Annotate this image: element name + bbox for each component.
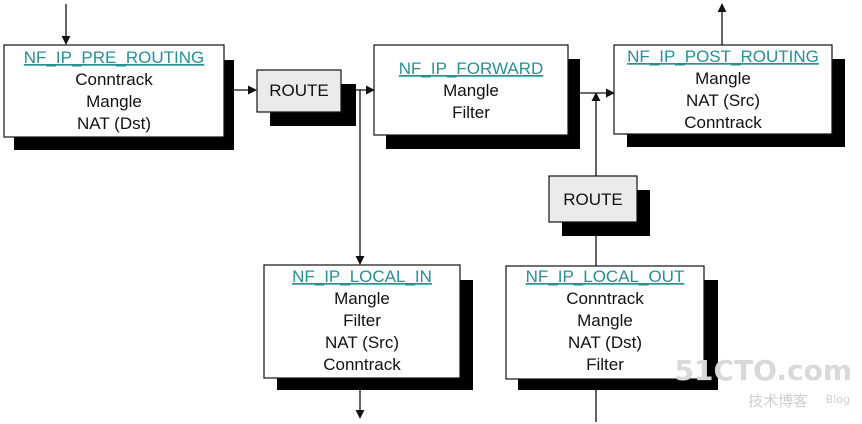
hook-box xyxy=(263,264,461,379)
hook-item: Mangle xyxy=(695,69,751,88)
route-box xyxy=(256,69,342,113)
hook-box xyxy=(373,44,569,136)
hook-local-out: NF_IP_LOCAL_OUT Conntrack Mangle NAT (Ds… xyxy=(505,265,718,390)
hook-item: NAT (Dst) xyxy=(77,114,151,133)
watermark-blog: Blog xyxy=(826,393,850,406)
hook-box xyxy=(3,44,225,138)
hook-item: Mangle xyxy=(443,81,499,100)
hook-title: NF_IP_PRE_ROUTING xyxy=(24,48,204,67)
hook-item: NAT (Src) xyxy=(686,91,760,110)
hook-item: Mangle xyxy=(577,311,633,330)
hook-item: Conntrack xyxy=(323,355,401,374)
hook-title: NF_IP_FORWARD xyxy=(399,59,544,78)
hook-forward: NF_IP_FORWARD Mangle Filter xyxy=(373,44,580,149)
watermark-site: 51CTO.com xyxy=(675,354,852,387)
hook-item: Conntrack xyxy=(684,113,762,132)
hook-item: Conntrack xyxy=(566,289,644,308)
hook-pre-routing: NF_IP_PRE_ROUTING Conntrack Mangle NAT (… xyxy=(3,44,234,150)
hook-box xyxy=(613,44,833,135)
route-1: ROUTE xyxy=(256,69,356,126)
hook-title: NF_IP_LOCAL_IN xyxy=(292,267,432,286)
hook-title: NF_IP_LOCAL_OUT xyxy=(526,267,685,286)
hook-item: NAT (Dst) xyxy=(568,333,642,352)
hook-post-routing: NF_IP_POST_ROUTING Mangle NAT (Src) Conn… xyxy=(613,44,845,147)
route-box xyxy=(548,175,638,223)
watermark: 51CTO.com 技术博客 Blog xyxy=(675,354,852,410)
hook-title: NF_IP_POST_ROUTING xyxy=(627,47,819,66)
hook-item: Filter xyxy=(586,355,624,374)
route-label: ROUTE xyxy=(269,81,329,100)
hook-item: Conntrack xyxy=(75,70,153,89)
watermark-tagline: 技术博客 xyxy=(748,392,808,410)
hook-item: NAT (Src) xyxy=(325,333,399,352)
route-2: ROUTE xyxy=(548,175,650,236)
route-label: ROUTE xyxy=(563,190,623,209)
hook-box xyxy=(505,265,705,380)
hook-item: Filter xyxy=(343,311,381,330)
hook-item: Filter xyxy=(452,103,490,122)
hook-local-in: NF_IP_LOCAL_IN Mangle Filter NAT (Src) C… xyxy=(263,264,473,390)
hook-item: Mangle xyxy=(334,289,390,308)
hook-item: Mangle xyxy=(86,92,142,111)
